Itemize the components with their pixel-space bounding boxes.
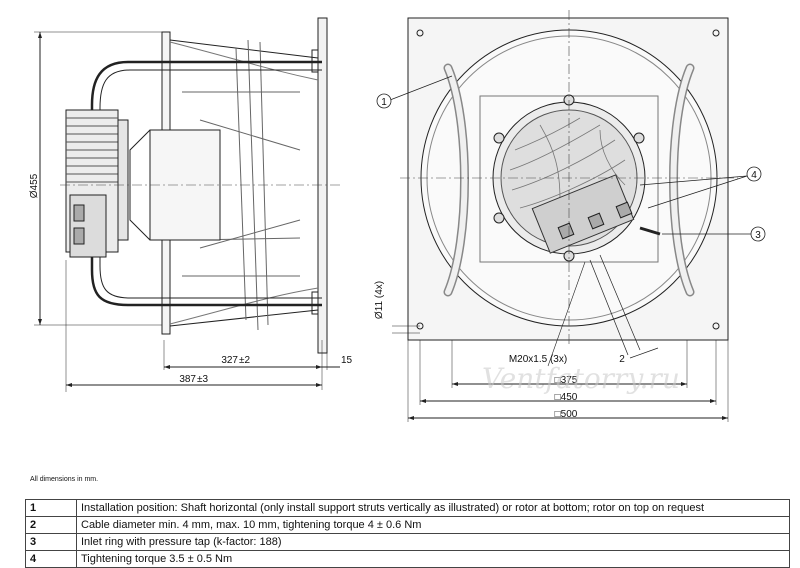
depth-327-label: 327	[221, 355, 238, 366]
legend-number: 1	[25, 499, 77, 517]
callout-label-4: 4	[751, 170, 757, 181]
legend-row: 1 Installation position: Shaft horizonta…	[25, 499, 790, 517]
legend-text: Inlet ring with pressure tap (k-factor: …	[76, 533, 790, 551]
legend-text: Cable diameter min. 4 mm, max. 10 mm, ti…	[76, 516, 790, 534]
square-500-label: □500	[555, 409, 578, 420]
front-view	[389, 10, 752, 422]
side-view	[34, 17, 340, 392]
square-450-label: □450	[555, 392, 578, 403]
callout-label-1: 1	[381, 97, 387, 108]
hole-diameter-label: Ø11 (4x)	[374, 281, 385, 319]
depth-387-tolerance: ±3	[197, 374, 208, 385]
callout-3	[750, 226, 766, 242]
callout-4	[746, 166, 762, 182]
legend-text: Installation position: Shaft horizontal …	[76, 499, 790, 517]
legend-number: 2	[25, 516, 77, 534]
technical-drawing: 1 4 3 2 Ø455 327 ±2 387 ±3 15 Ø11 (4x) M…	[29, 10, 766, 422]
callout-label-2: 2	[619, 354, 625, 365]
depth-327-tolerance: ±2	[239, 355, 250, 366]
diameter-label: Ø455	[29, 173, 40, 198]
units-note: All dimensions in mm.	[30, 476, 99, 483]
callout-label-3: 3	[755, 230, 761, 241]
thread-label: M20x1.5 (3x)	[509, 354, 567, 365]
depth-387-label: 387	[179, 374, 196, 385]
legend-row: 2 Cable diameter min. 4 mm, max. 10 mm, …	[25, 516, 790, 534]
flange-thickness-label: 15	[341, 355, 353, 366]
legend-number: 3	[25, 533, 77, 551]
square-375-label: □375	[555, 375, 578, 386]
watermark: Ventfatorry.ru	[482, 362, 680, 395]
callout-1	[376, 93, 392, 109]
legend-table: 1 Installation position: Shaft horizonta…	[25, 499, 790, 568]
legend-row: 3 Inlet ring with pressure tap (k-factor…	[25, 533, 790, 551]
